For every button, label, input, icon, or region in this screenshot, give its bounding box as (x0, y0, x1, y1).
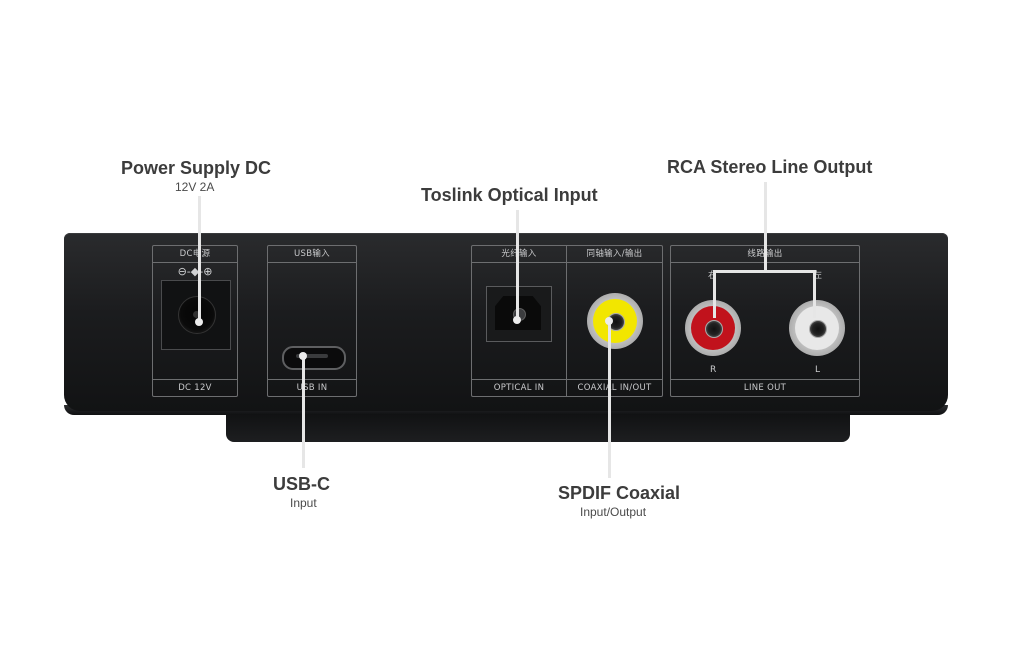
toslink-callout-title: Toslink Optical Input (421, 185, 598, 205)
usb-c-port (282, 346, 346, 370)
dc-panel-top-label: DC电源 (153, 246, 237, 263)
coaxial-top-label: 同轴输入/输出 (567, 246, 662, 263)
dc-panel-bottom-label: DC 12V (153, 379, 237, 396)
rca-leader-right-drop (713, 270, 716, 318)
rca-leader-horizontal (713, 270, 816, 273)
dc-power-jack (161, 280, 231, 350)
rca-right-jack (685, 300, 741, 356)
device-rear-panel: DC电源 ⊖-◆-⊕ DC 12V USB输入 USB IN 光纤输入 OPTI… (64, 233, 948, 411)
power-leader-dot (195, 318, 203, 326)
toslink-optical-port (486, 286, 552, 342)
power-leader-line (198, 196, 201, 322)
left-channel-label: L (815, 365, 821, 375)
dc-jack-hole (178, 296, 216, 334)
spdif-leader-line (608, 320, 611, 478)
usb-leader-dot (299, 352, 307, 360)
usb-panel-top-label: USB输入 (268, 246, 356, 263)
rca-right-center (705, 320, 723, 338)
usb-panel-bottom-label: USB IN (268, 379, 356, 396)
rca-left-jack (789, 300, 845, 356)
device-foot (226, 412, 850, 442)
power-callout-subtitle: 12V 2A (175, 180, 215, 194)
optical-bottom-label: OPTICAL IN (472, 379, 566, 396)
optical-top-label: 光纤输入 (472, 246, 566, 263)
right-channel-cn-label: 右 (708, 268, 717, 281)
spdif-leader-dot (605, 317, 613, 325)
usb-callout-title: USB-C (273, 474, 330, 494)
coaxial-jack-ring (593, 299, 637, 343)
rca-leader-vertical (764, 182, 767, 272)
rca-left-ring (795, 306, 839, 350)
coaxial-rca-jack (587, 293, 643, 349)
digital-io-panel: 光纤输入 OPTICAL IN 同轴输入/输出 COAXIAL IN/OUT (471, 245, 663, 397)
coaxial-bottom-label: COAXIAL IN/OUT (567, 379, 662, 396)
usb-leader-line (302, 356, 305, 468)
dc-polarity-symbol: ⊖-◆-⊕ (177, 265, 213, 278)
toslink-leader-line (516, 210, 519, 320)
right-channel-label: R (710, 365, 717, 375)
spdif-callout-title: SPDIF Coaxial (558, 483, 681, 503)
power-callout-title: Power Supply DC (121, 158, 272, 178)
toslink-leader-dot (513, 316, 521, 324)
rca-left-center (809, 320, 827, 338)
rca-callout-title: RCA Stereo Line Output (667, 157, 873, 177)
usb-callout-subtitle: Input (290, 496, 317, 510)
spdif-callout-subtitle: Input/Output (580, 505, 647, 519)
rca-leader-left-drop (813, 270, 816, 318)
line-out-bottom-label: LINE OUT (671, 379, 859, 396)
dc-power-panel: DC电源 ⊖-◆-⊕ DC 12V (152, 245, 238, 397)
usb-panel: USB输入 USB IN (267, 245, 357, 397)
coaxial-section: 同轴输入/输出 COAXIAL IN/OUT (567, 246, 662, 396)
left-channel-cn-label: 左 (813, 271, 823, 281)
digital-io-divider (566, 246, 567, 396)
